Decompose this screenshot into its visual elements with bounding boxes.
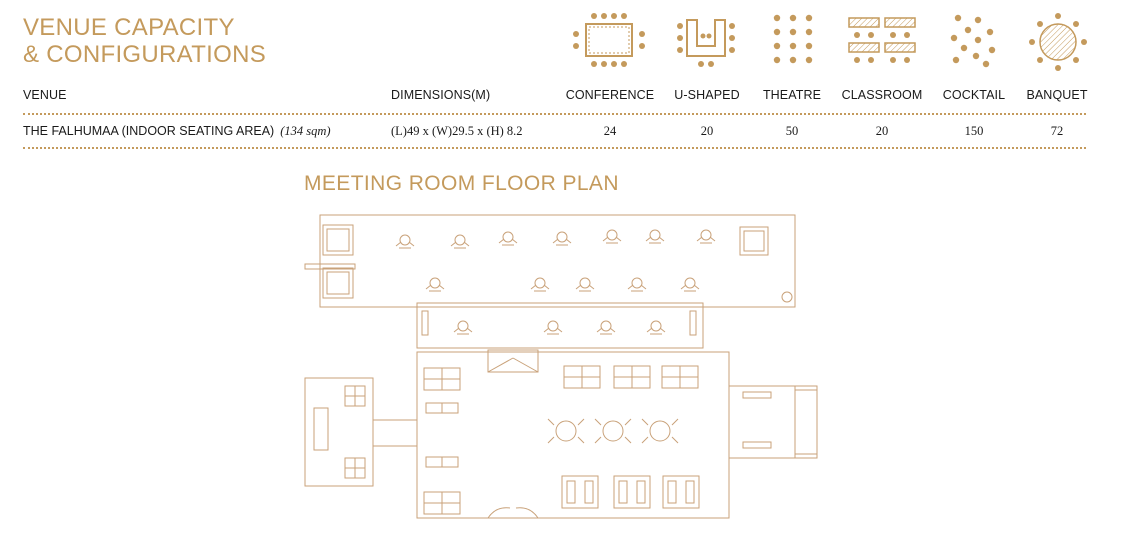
lounge-seat — [395, 234, 415, 249]
banquet-layout-icon — [1029, 13, 1087, 71]
lounge-seat — [552, 231, 572, 246]
floor-plan-title: MEETING ROOM FLOOR PLAN — [304, 172, 619, 195]
capacity-conference: 24 — [603, 124, 617, 138]
theatre-layout-icon — [773, 14, 813, 64]
lounge-seat — [646, 320, 666, 335]
header-banquet: BANQUET — [1026, 88, 1088, 102]
lounge-seat — [696, 229, 716, 244]
round-table — [649, 420, 671, 442]
header-u-shaped: U-SHAPED — [674, 88, 740, 102]
table-row: THE FALHUMAA (INDOOR SEATING AREA) (134 s… — [23, 124, 331, 139]
u-shaped-layout-icon — [677, 19, 735, 67]
lounge-seat — [602, 229, 622, 244]
lounge-seat — [453, 320, 473, 335]
capacity-classroom: 20 — [875, 124, 889, 138]
header-cocktail: COCKTAIL — [942, 88, 1006, 102]
lounge-seat — [575, 277, 595, 292]
lounge-seat — [425, 277, 445, 292]
lounge-seat — [596, 320, 616, 335]
header-dimensions: DIMENSIONS(M) — [391, 88, 491, 102]
lounge-seat — [627, 277, 647, 292]
venue-dimensions: (L)49 x (W)29.5 x (H) 8.2 — [391, 124, 523, 138]
page-title: VENUE CAPACITY & CONFIGURATIONS — [23, 14, 266, 68]
sofa-booth — [613, 475, 651, 509]
sofa-booth — [662, 475, 700, 509]
capacity-cocktail: 150 — [964, 124, 984, 138]
lounge-seat — [645, 229, 665, 244]
title-line-2: & CONFIGURATIONS — [23, 41, 267, 68]
venue-area: (134 sqm) — [280, 124, 331, 138]
lounge-seat — [530, 277, 550, 292]
classroom-layout-icon — [848, 17, 916, 63]
table-divider-top — [23, 113, 1086, 115]
cocktail-layout-icon — [950, 14, 996, 68]
title-line-1: VENUE CAPACITY — [23, 14, 235, 41]
header-conference: CONFERENCE — [565, 88, 655, 102]
capacity-u-shaped: 20 — [700, 124, 714, 138]
lounge-seat — [680, 277, 700, 292]
sofa-booth — [561, 475, 599, 509]
capacity-theatre: 50 — [785, 124, 799, 138]
header-classroom: CLASSROOM — [841, 88, 923, 102]
lounge-seat — [498, 231, 518, 246]
lounge-seat — [543, 320, 563, 335]
lounge-seat — [450, 234, 470, 249]
header-venue: VENUE — [23, 88, 67, 102]
table-divider-bottom — [23, 147, 1086, 149]
venue-name: THE FALHUMAA (INDOOR SEATING AREA) — [23, 124, 275, 138]
conference-layout-icon — [573, 13, 645, 67]
capacity-banquet: 72 — [1050, 124, 1064, 138]
header-theatre: THEATRE — [762, 88, 822, 102]
floor-plan-drawing — [304, 214, 818, 519]
round-table — [555, 420, 577, 442]
round-table — [602, 420, 624, 442]
